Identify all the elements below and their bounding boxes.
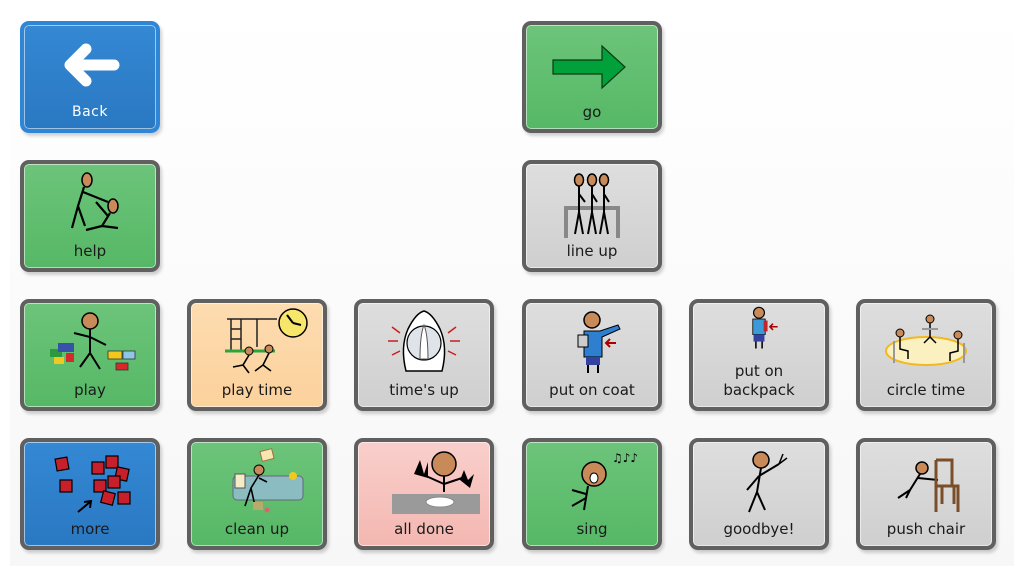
play-time-icon <box>191 307 323 379</box>
coat-icon <box>526 307 658 379</box>
clean-up-icon <box>191 446 323 518</box>
all-done-button[interactable]: all done <box>354 438 494 550</box>
cell-label: all done <box>394 520 454 538</box>
more-icon <box>24 446 156 518</box>
put-on-backpack-button[interactable]: put on backpack <box>689 299 829 411</box>
line-up-icon <box>526 168 658 240</box>
cell-label: help <box>73 242 107 260</box>
cell-label: put on backpack <box>723 362 795 399</box>
cell-label: push chair <box>886 520 966 538</box>
push-chair-icon <box>860 446 992 518</box>
go-button[interactable]: go <box>522 21 662 133</box>
times-up-button[interactable]: time's up <box>354 299 494 411</box>
communication-board: Back go help <box>10 8 1014 566</box>
cell-label: Back <box>72 104 108 120</box>
play-button[interactable]: play <box>20 299 160 411</box>
backpack-icon <box>693 305 825 361</box>
cell-label: sing <box>576 520 608 538</box>
cell-label: play <box>74 381 106 399</box>
put-on-coat-button[interactable]: put on coat <box>522 299 662 411</box>
circle-time-button[interactable]: circle time <box>856 299 996 411</box>
push-chair-button[interactable]: push chair <box>856 438 996 550</box>
all-done-icon <box>358 446 490 518</box>
play-icon <box>24 307 156 379</box>
wave-icon <box>693 446 825 518</box>
cell-label: more <box>70 520 110 538</box>
cell-label: line up <box>566 242 618 260</box>
go-arrow-icon <box>526 29 658 101</box>
svg-text:♫♪♪: ♫♪♪ <box>612 451 638 465</box>
help-icon <box>24 168 156 240</box>
cell-label: goodbye! <box>723 520 795 538</box>
more-button[interactable]: more <box>20 438 160 550</box>
goodbye-button[interactable]: goodbye! <box>689 438 829 550</box>
cell-label: play time <box>221 381 293 399</box>
circle-time-icon <box>860 307 992 379</box>
sing-button[interactable]: ♫♪♪ sing <box>522 438 662 550</box>
back-arrow-icon <box>24 29 156 101</box>
clean-up-button[interactable]: clean up <box>187 438 327 550</box>
sing-icon: ♫♪♪ <box>526 446 658 518</box>
cell-label: clean up <box>224 520 290 538</box>
cell-label: go <box>582 103 602 121</box>
back-button[interactable]: Back <box>20 21 160 133</box>
help-button[interactable]: help <box>20 160 160 272</box>
play-time-button[interactable]: play time <box>187 299 327 411</box>
cell-label: circle time <box>886 381 966 399</box>
timer-icon <box>358 307 490 379</box>
line-up-button[interactable]: line up <box>522 160 662 272</box>
cell-label: put on coat <box>549 381 635 399</box>
cell-label: time's up <box>389 381 459 399</box>
